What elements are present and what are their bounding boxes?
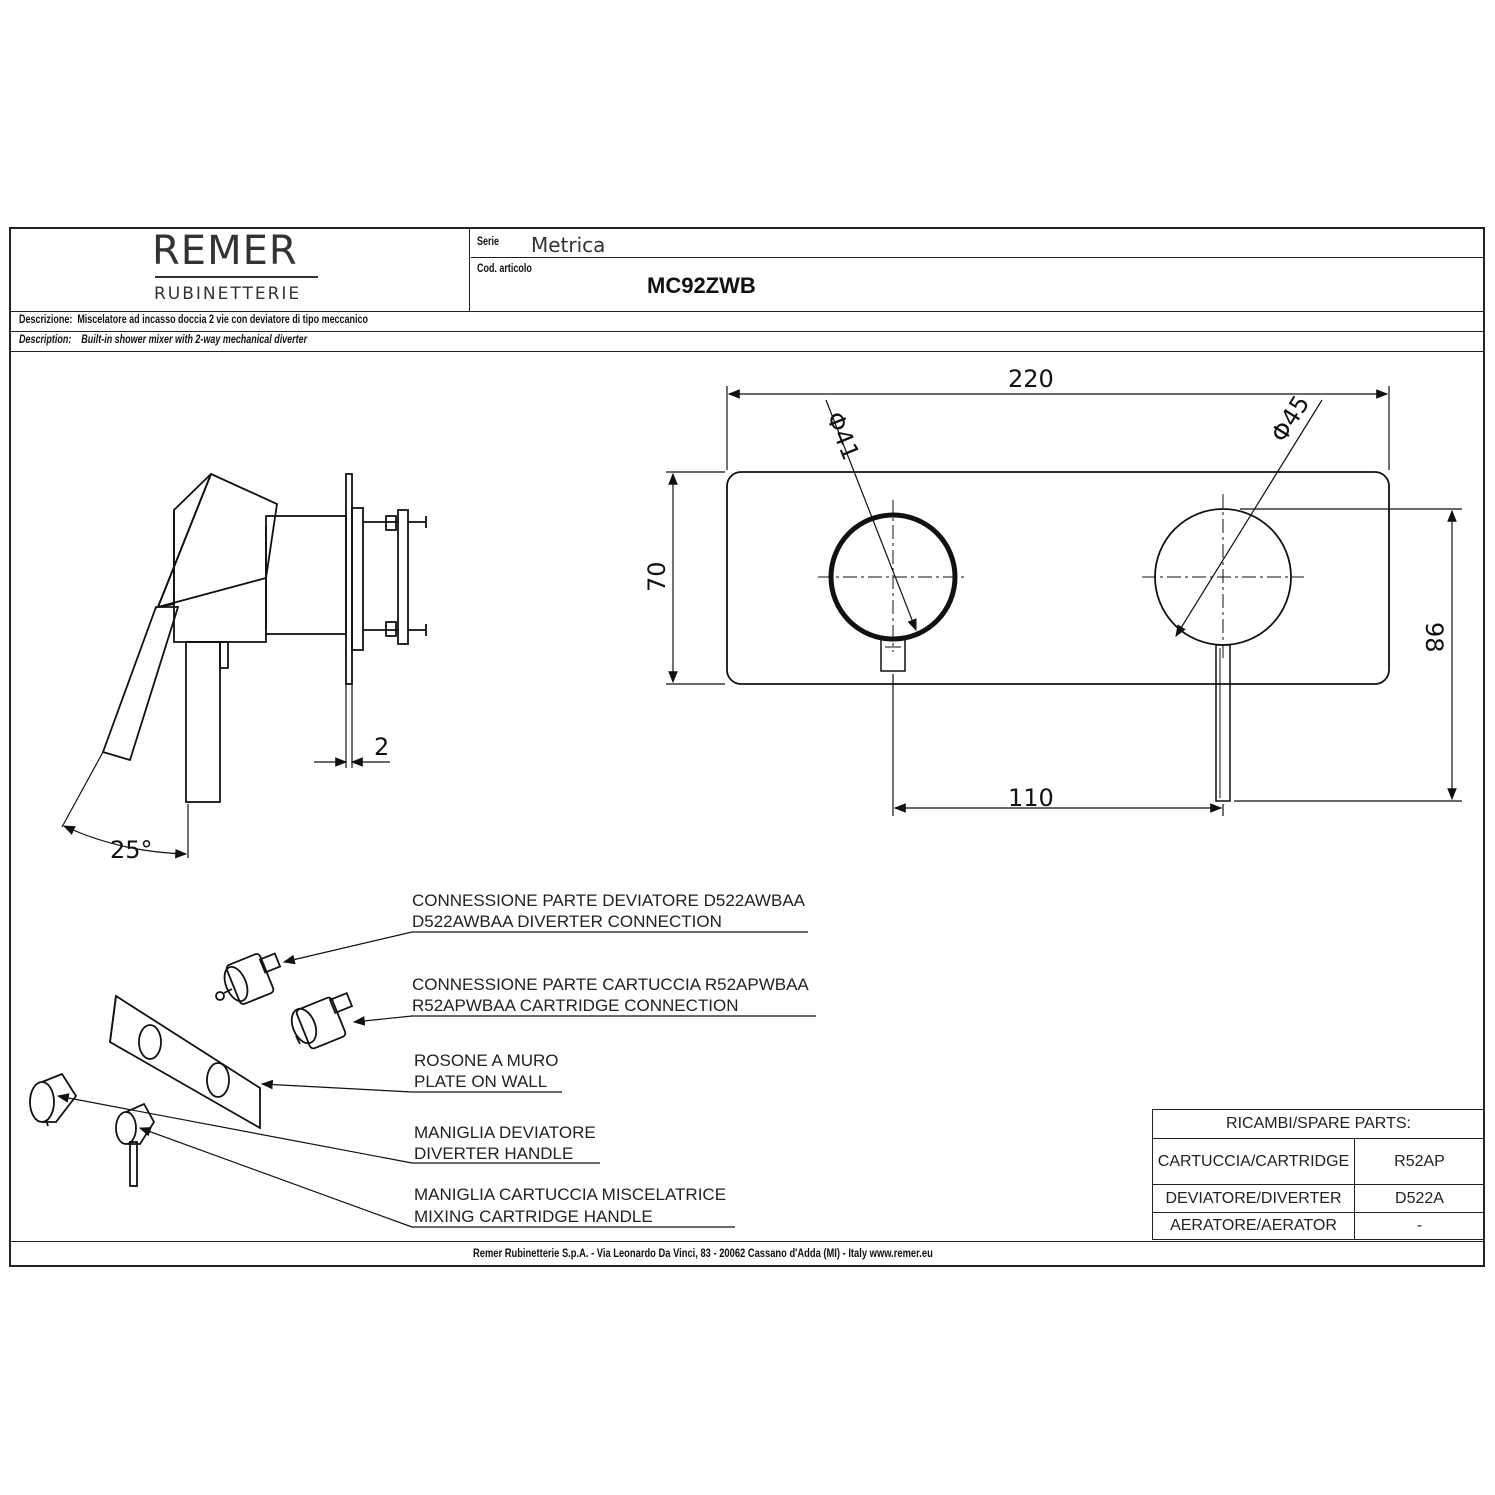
callout-wall-plate-it: ROSONE A MURO <box>414 1051 559 1070</box>
wall-plate-part <box>109 994 261 1130</box>
spare-part-code: D522A <box>1354 1184 1485 1213</box>
code-value: MC92ZWB <box>647 273 756 298</box>
diameter-right-label: Φ45 <box>1265 390 1315 447</box>
mixing-handle-part <box>115 1102 156 1187</box>
description-en-text: Built-in shower mixer with 2-way mechani… <box>81 334 308 346</box>
table-row: CARTUCCIA/CARTRIDGE R52AP <box>1152 1138 1485 1185</box>
footer-line <box>11 1241 1483 1242</box>
drawing-sheet: REMER RUBINETTERIE Serie Metrica Cod. ar… <box>9 227 1485 1267</box>
callout-mixing-handle-it: MANIGLIA CARTUCCIA MISCELATRICE <box>414 1185 727 1204</box>
center-distance-label: 110 <box>1008 784 1054 812</box>
width-label: 220 <box>1008 365 1054 393</box>
description-it-label: Descrizione: <box>19 314 73 326</box>
spare-parts-table: RICAMBI/SPARE PARTS: CARTUCCIA/CARTRIDGE… <box>1152 1109 1485 1240</box>
side-view-dimensions <box>61 751 390 859</box>
spare-part-name: CARTUCCIA/CARTRIDGE <box>1152 1138 1355 1185</box>
brand-name: REMER <box>152 228 298 274</box>
spare-part-name: DEVIATORE/DIVERTER <box>1152 1184 1355 1213</box>
callout-mixing-handle-en: MIXING CARTRIDGE HANDLE <box>414 1207 653 1226</box>
front-view <box>726 471 1390 802</box>
description-en-label: Description: <box>19 334 72 346</box>
table-row: DEVIATORE/DIVERTER D522A <box>1152 1184 1485 1213</box>
description-en-line <box>11 351 1483 352</box>
leader-lines <box>56 931 816 1228</box>
description-line <box>11 331 1483 332</box>
spare-part-code: R52AP <box>1354 1138 1485 1185</box>
header-divider <box>469 229 470 311</box>
callout-cartridge-connection-en: R52APWBAA CARTRIDGE CONNECTION <box>412 996 739 1015</box>
header-bottom-line <box>11 311 1483 312</box>
footer-address: Remer Rubinetterie S.p.A. - Via Leonardo… <box>473 1246 933 1260</box>
cartridge-connection-part <box>290 991 354 1050</box>
serie-value: Metrica <box>531 233 606 257</box>
diverter-handle-part <box>29 1072 78 1127</box>
table-row: AERATORE/AERATOR - <box>1152 1212 1485 1240</box>
lever-height-label: 98 <box>1420 622 1448 653</box>
spare-part-name: AERATORE/AERATOR <box>1152 1212 1355 1240</box>
spare-part-code: - <box>1354 1212 1485 1240</box>
callout-diverter-handle-it: MANIGLIA DEVIATORE <box>414 1123 596 1142</box>
callout-diverter-connection-it: CONNESSIONE PARTE DEVIATORE D522AWBAA <box>412 891 805 910</box>
height-label: 70 <box>643 561 671 592</box>
diameter-left-label: Φ41 <box>820 408 864 464</box>
brand-rule <box>155 276 318 278</box>
callout-wall-plate-en: PLATE ON WALL <box>414 1072 548 1091</box>
header-row-line <box>471 257 1483 258</box>
front-view-dimensions <box>666 386 1462 816</box>
serie-label: Serie <box>477 236 499 248</box>
callout-diverter-handle-en: DIVERTER HANDLE <box>414 1144 574 1163</box>
callout-cartridge-connection-it: CONNESSIONE PARTE CARTUCCIA R52APWBAA <box>412 975 809 994</box>
thickness-label: 2 <box>374 733 389 761</box>
diverter-connection-part <box>215 952 282 1005</box>
side-view <box>101 472 427 803</box>
spare-parts-title: RICAMBI/SPARE PARTS: <box>1152 1109 1485 1139</box>
brand-subtitle: RUBINETTERIE <box>154 284 302 304</box>
description-it-text: Miscelatore ad incasso doccia 2 vie con … <box>77 314 368 326</box>
description-en: Description: Built-in shower mixer with … <box>19 334 307 346</box>
exploded-view <box>29 952 354 1187</box>
description-it: Descrizione: Miscelatore ad incasso docc… <box>19 314 368 326</box>
angle-label: 25° <box>110 836 153 864</box>
callout-diverter-connection-en: D522AWBAA DIVERTER CONNECTION <box>412 912 722 931</box>
code-label: Cod. articolo <box>477 263 532 275</box>
